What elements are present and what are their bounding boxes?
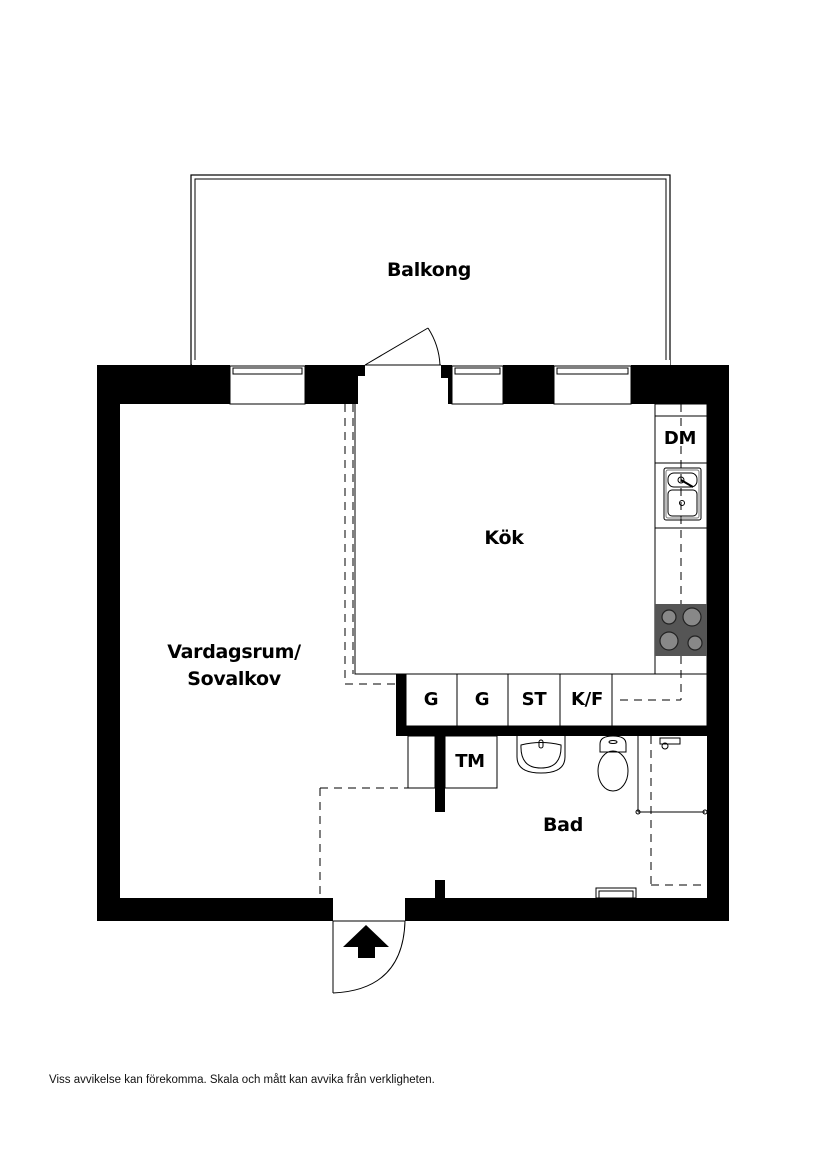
windows xyxy=(229,365,632,405)
disclaimer-text: Viss avvikelse kan förekomma. Skala och … xyxy=(49,1074,435,1086)
fixture-label-washing-machine: TM xyxy=(455,751,485,772)
balcony-door xyxy=(364,327,441,366)
entrance-arrow-icon xyxy=(343,925,389,958)
stove-icon xyxy=(655,604,707,656)
room-label-living-line2: Sovalkov xyxy=(187,668,281,690)
dashed-lines xyxy=(319,404,707,898)
fixture-label-dishwasher: DM xyxy=(663,428,697,449)
fixture-label-wardrobe: ST xyxy=(521,689,547,710)
fixture-label-cabinet-2: G xyxy=(474,689,490,710)
room-label-bathroom: Bad xyxy=(542,814,584,836)
room-label-living-line1: Vardagsrum/ xyxy=(167,641,301,663)
room-label-balcony: Balkong xyxy=(386,259,472,281)
fixture-label-fridge-freezer: K/F xyxy=(571,689,603,710)
fixture-label-cabinet-1: G xyxy=(423,689,439,710)
walls xyxy=(97,365,729,921)
kitchen-sink-icon xyxy=(663,467,702,521)
room-label-kitchen: Kök xyxy=(484,527,524,549)
entrance-door xyxy=(332,920,406,994)
bathroom-fixtures xyxy=(407,735,708,899)
bottom-cabinets xyxy=(405,673,708,727)
